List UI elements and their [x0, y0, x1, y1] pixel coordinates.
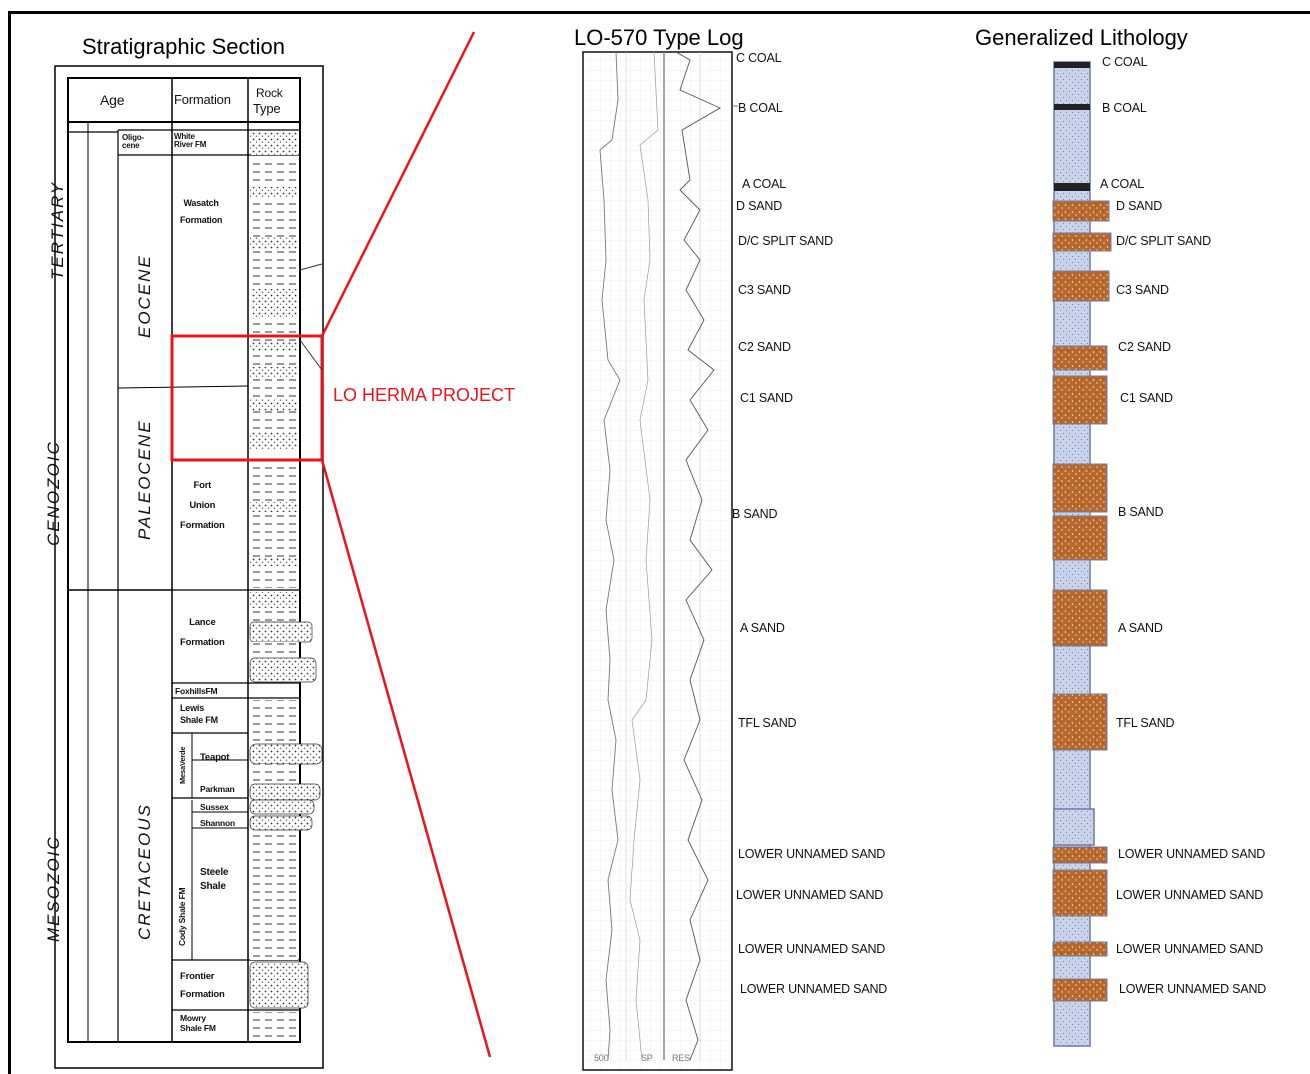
type-log-title: LO-570 Type Log: [574, 25, 744, 50]
era-cenozoic: CENOZOIC: [44, 440, 63, 546]
type-log-label: B COAL: [738, 101, 783, 115]
formation-fort-union: Fort Union Formation: [180, 480, 225, 531]
figure-frame: [8, 11, 1310, 1074]
lithology-label: B COAL: [1102, 101, 1147, 115]
sand-bed: [1052, 978, 1108, 1002]
header-formation: Formation: [174, 92, 231, 107]
strat-section-title: Stratigraphic Section: [82, 34, 285, 59]
type-log-track: [582, 51, 733, 1071]
sand-bed: [1052, 693, 1108, 751]
log-scale-label: 500: [594, 1053, 609, 1063]
type-log-label: TFL SAND: [738, 716, 797, 730]
type-log-label: LOWER UNNAMED SAND: [738, 942, 886, 956]
log-sp-label: SP: [641, 1053, 653, 1063]
sand-bed: [1052, 589, 1108, 647]
formation-white-river: White River FM: [174, 132, 207, 149]
lithology-label: A SAND: [1118, 621, 1163, 635]
sand-bed: [1052, 846, 1108, 864]
lithology-label: LOWER UNNAMED SAND: [1116, 888, 1264, 902]
lithology-label: LOWER UNNAMED SAND: [1118, 847, 1266, 861]
lithology-label: B SAND: [1118, 505, 1164, 519]
lithology-label: LOWER UNNAMED SAND: [1119, 982, 1267, 996]
type-log-label: C2 SAND: [738, 340, 791, 354]
type-log-label: D/C SPLIT SAND: [738, 234, 833, 248]
strat-rock-type-column: [249, 131, 323, 1040]
projection-line-top: [320, 31, 476, 337]
sand-bed: [1052, 869, 1108, 917]
type-log-label: C COAL: [736, 51, 782, 65]
projection-line-bottom: [320, 459, 492, 1058]
sp-curve: [599, 51, 621, 1061]
project-label: LO HERMA PROJECT: [333, 385, 516, 405]
sand-bed: [1052, 375, 1108, 425]
type-log-label: D SAND: [736, 199, 783, 213]
formation-mowry-shale: Mowry Shale FM: [180, 1013, 216, 1033]
lithology-label: C3 SAND: [1116, 283, 1169, 297]
lithology-label: D/C SPLIT SAND: [1116, 234, 1211, 248]
sand-bed: [1052, 345, 1108, 371]
coal-bed: [1054, 104, 1090, 110]
strat-section: [54, 31, 492, 1069]
lithology-label: C2 SAND: [1118, 340, 1171, 354]
coal-bed: [1054, 62, 1090, 68]
type-log-label: C3 SAND: [738, 283, 791, 297]
lithology-label: LOWER UNNAMED SAND: [1116, 942, 1264, 956]
header-rock: Rock: [256, 86, 283, 100]
type-log-label: LOWER UNNAMED SAND: [738, 847, 886, 861]
coal-bed: [1054, 183, 1090, 191]
sand-bed: [1052, 515, 1108, 561]
formation-shannon: Shannon: [200, 818, 235, 828]
log-res-label: RES: [672, 1053, 690, 1063]
lithology-column: [1052, 61, 1112, 1047]
type-log-label: B SAND: [732, 507, 778, 521]
header-age: Age: [100, 92, 125, 108]
type-log-label: A COAL: [742, 177, 786, 191]
formation-parkman: Parkman: [200, 784, 235, 794]
formation-wasatch: Wasatch Formation: [180, 198, 223, 225]
epoch-cretaceous: CRETACEOUS: [135, 803, 154, 940]
era-tertiary: TERTIARY: [48, 180, 67, 280]
formation-frontier: Frontier Formation: [180, 971, 225, 1000]
type-log-label: A SAND: [740, 621, 785, 635]
lithology-label: TFL SAND: [1116, 716, 1175, 730]
epoch-paleocene: PALEOCENE: [135, 419, 154, 540]
formation-cody-shale: Cody Shale FM: [177, 887, 187, 946]
lithology-label: C COAL: [1102, 55, 1148, 69]
type-log-label: LOWER UNNAMED SAND: [740, 982, 888, 996]
type-log-label: LOWER UNNAMED SAND: [736, 888, 884, 902]
sand-bed: [1052, 941, 1108, 957]
resistivity-curve: [675, 51, 721, 1061]
formation-steele-shale: Steele Shale: [200, 867, 229, 892]
project-highlight-box: [170, 334, 324, 462]
formation-lewis-shale: Lewis Shale FM: [180, 703, 218, 725]
formation-teapot: Teapot: [200, 752, 230, 763]
sand-bed: [1052, 200, 1110, 222]
era-mesozoic: MESOZOIC: [44, 835, 63, 942]
sand-bed: [1052, 270, 1110, 302]
lithology-label: D SAND: [1116, 199, 1163, 213]
type-log-label: C1 SAND: [740, 391, 793, 405]
formation-lance: Lance Formation: [180, 617, 225, 648]
lithology-label: C1 SAND: [1120, 391, 1173, 405]
formation-sussex: Sussex: [200, 802, 229, 812]
sand-bed: [1052, 463, 1108, 513]
formation-foxhills: FoxhillsFM: [175, 686, 218, 696]
epoch-oligocene: Oligo- cene: [122, 133, 144, 150]
formation-mesaverde: MesaVerde: [178, 746, 187, 784]
sand-bed: [1052, 232, 1112, 252]
header-type: Type: [253, 101, 281, 116]
lithology-label: A COAL: [1100, 177, 1144, 191]
lithology-title: Generalized Lithology: [975, 25, 1188, 50]
epoch-eocene: EOCENE: [135, 254, 154, 338]
